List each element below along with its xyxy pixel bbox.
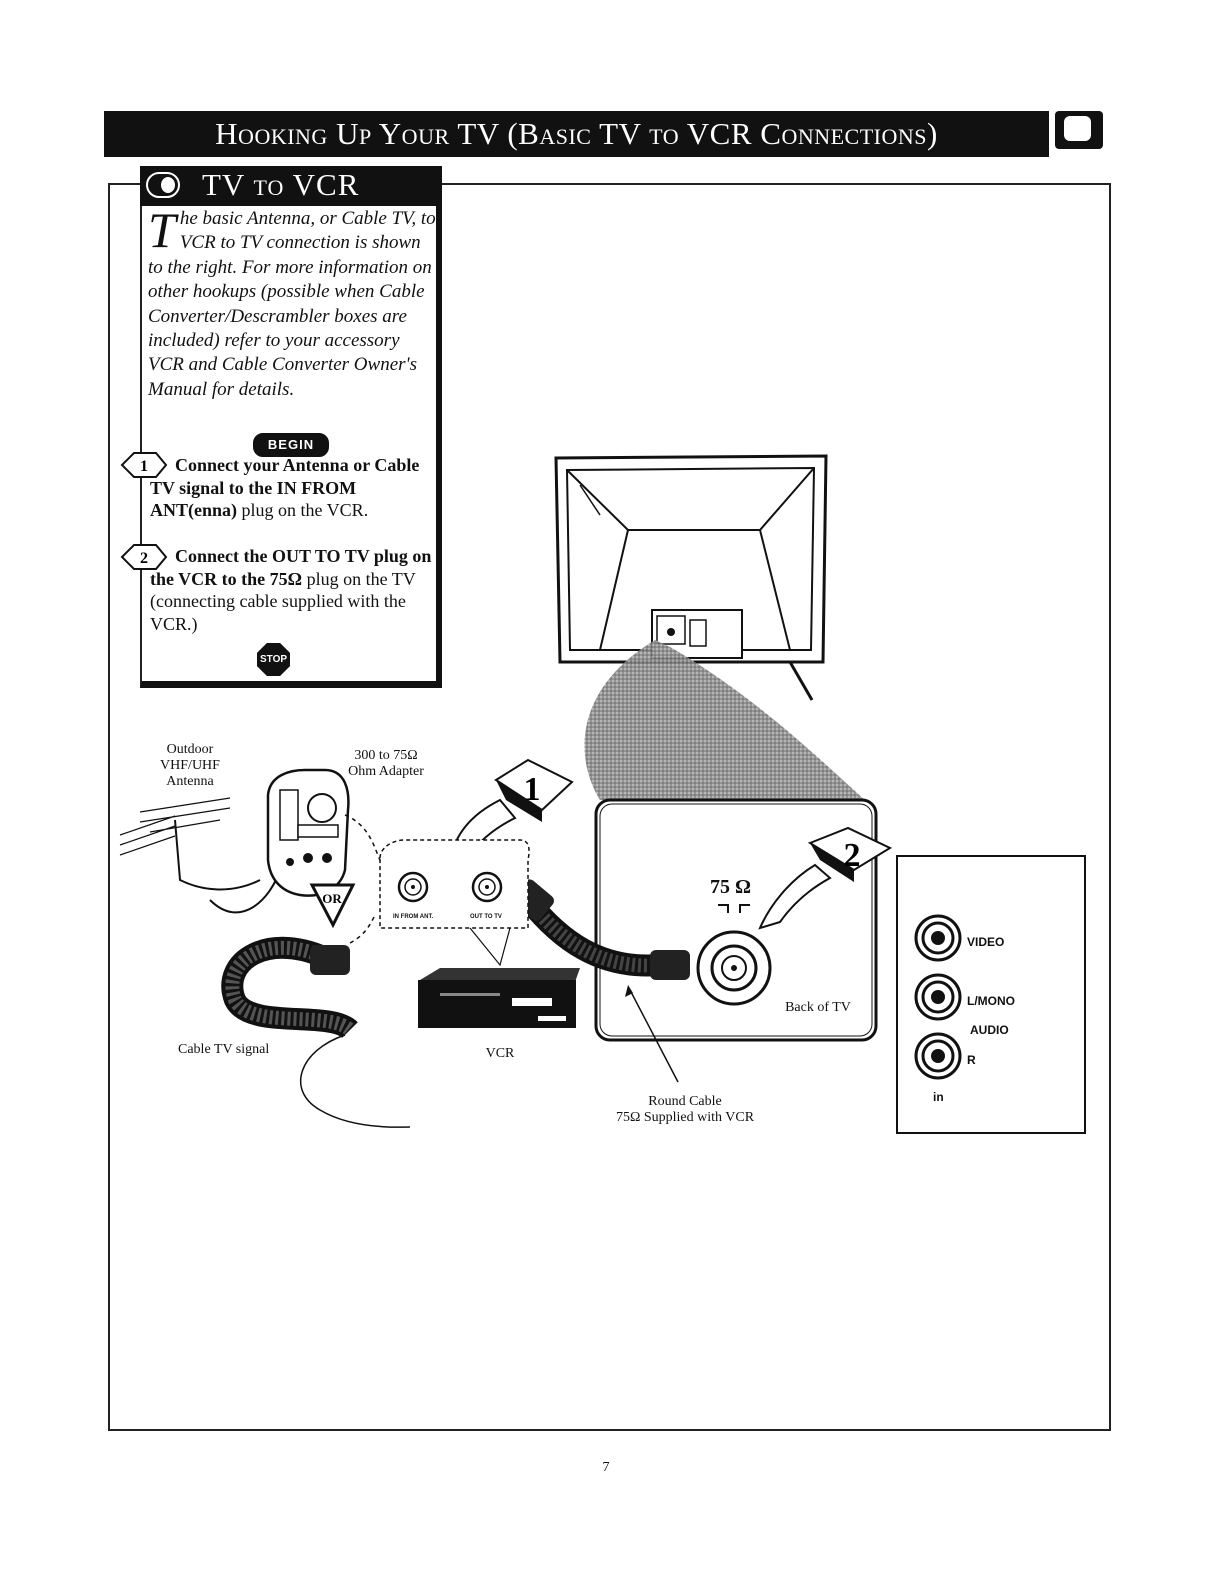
- av-video-label: VIDEO: [967, 935, 1005, 949]
- step-1-rest: plug on the VCR.: [237, 500, 369, 521]
- step-2-marker-number: 2: [844, 837, 861, 874]
- adapter-illustration: [266, 768, 381, 897]
- intro-text: he basic Antenna, or Cable TV, to VCR to…: [148, 208, 436, 400]
- step-2-bold: Connect the OUT TO TV plug on the VCR to…: [150, 546, 432, 589]
- step-1-bold: Connect your Antenna or Cable TV signal …: [150, 455, 420, 521]
- vcr-port-out-label: OUT TO TV: [470, 914, 502, 920]
- vcr-port-in-label: IN FROM ANT.: [393, 914, 434, 920]
- cable-tv-signal-illustration: [221, 914, 411, 1128]
- step-1-number: 1: [140, 458, 148, 475]
- step-2-rest: plug on the TV (connecting cable supplie…: [150, 568, 416, 634]
- antenna-label: Outdoor VHF/UHF Antenna: [160, 742, 220, 789]
- antenna-illustration: [119, 797, 281, 914]
- vcr-port-panel: [379, 839, 530, 967]
- av-input-panel: [896, 855, 1086, 1134]
- step-1-text: Connect your Antenna or Cable TV signal …: [150, 454, 435, 522]
- page-title: Hooking Up Your TV (Basic TV to VCR Conn…: [215, 116, 938, 151]
- vcr-label: VCR: [485, 1046, 515, 1061]
- av-r-label: R: [967, 1053, 976, 1067]
- step-2-marker-icon: 2: [758, 826, 893, 930]
- instruction-box: [140, 168, 442, 688]
- av-in-label: in: [933, 1090, 944, 1104]
- step-2-text: Connect the OUT TO TV plug on the VCR to…: [150, 545, 435, 635]
- stop-sign-icon: STOP: [257, 643, 290, 676]
- page-header: Hooking Up Your TV (Basic TV to VCR Conn…: [104, 111, 1049, 157]
- step-1-marker-icon: 1: [448, 758, 574, 862]
- begin-badge: BEGIN: [253, 433, 329, 457]
- step-1-arrow-icon: 1: [120, 452, 168, 478]
- section-title: TV to VCR: [202, 167, 360, 202]
- intro-dropcap: T: [148, 202, 176, 258]
- main-frame: [108, 183, 1111, 1431]
- tv-jack-label: 75 Ω: [710, 876, 752, 898]
- cable-tv-signal-label: Cable TV signal: [178, 1042, 270, 1057]
- or-arrow-icon: OR: [309, 883, 356, 929]
- section-tab: TV to VCR: [140, 166, 442, 206]
- page-number: 7: [602, 1460, 610, 1475]
- av-audio-label: AUDIO: [970, 1023, 1009, 1037]
- back-of-tv-label: Back of TV: [785, 1000, 851, 1015]
- adapter-label: 300 to 75Ω Ohm Adapter: [348, 748, 424, 779]
- step-1-marker-number: 1: [524, 771, 541, 808]
- step-2-arrow-icon: 2: [120, 544, 168, 570]
- header-tab-marker: [1055, 111, 1103, 149]
- or-label: OR: [322, 891, 342, 906]
- step-2-number: 2: [140, 550, 148, 567]
- antenna-icon: [146, 172, 180, 198]
- round-cable-label: Round Cable 75Ω Supplied with VCR: [615, 1094, 755, 1125]
- tv-back-illustration: [554, 454, 828, 701]
- vcr-unit: [418, 968, 580, 1028]
- av-lmono-label: L/MONO: [967, 994, 1015, 1008]
